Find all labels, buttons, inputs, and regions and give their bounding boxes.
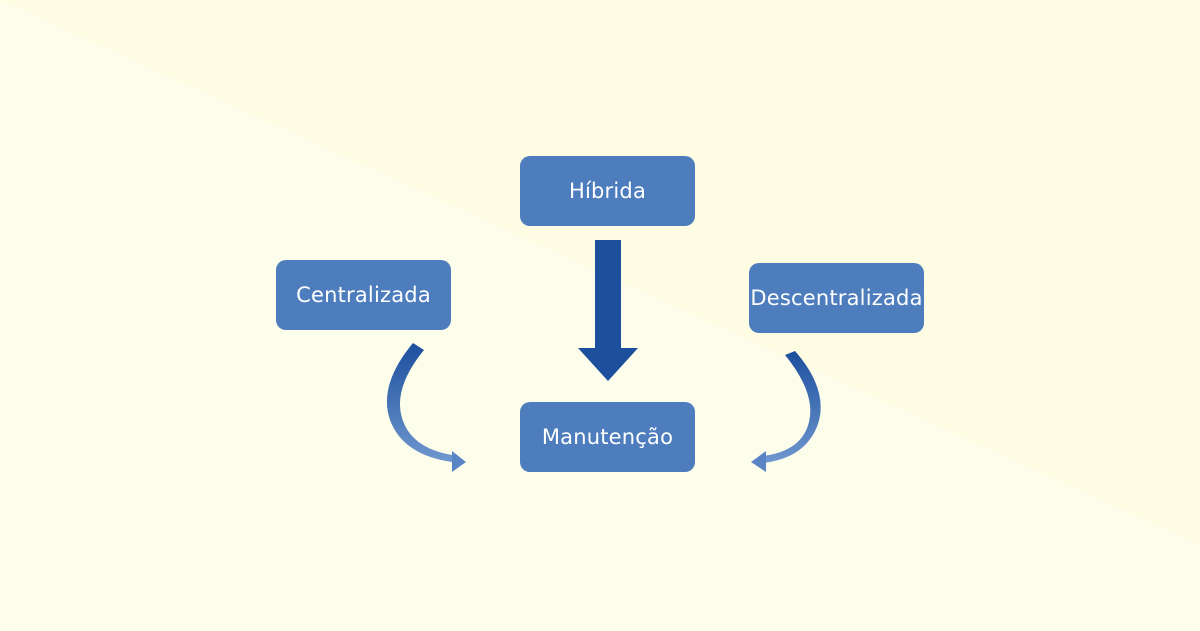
node-descentralizada: Descentralizada [749, 263, 924, 333]
node-manutencao-label: Manutenção [541, 425, 674, 449]
node-manutencao: Manutenção [520, 402, 695, 472]
node-descentralizada-label: Descentralizada [750, 286, 923, 310]
node-centralizada: Centralizada [276, 260, 451, 330]
node-centralizada-label: Centralizada [296, 283, 431, 307]
node-hibrida: Híbrida [520, 156, 695, 226]
node-hibrida-label: Híbrida [568, 179, 647, 203]
